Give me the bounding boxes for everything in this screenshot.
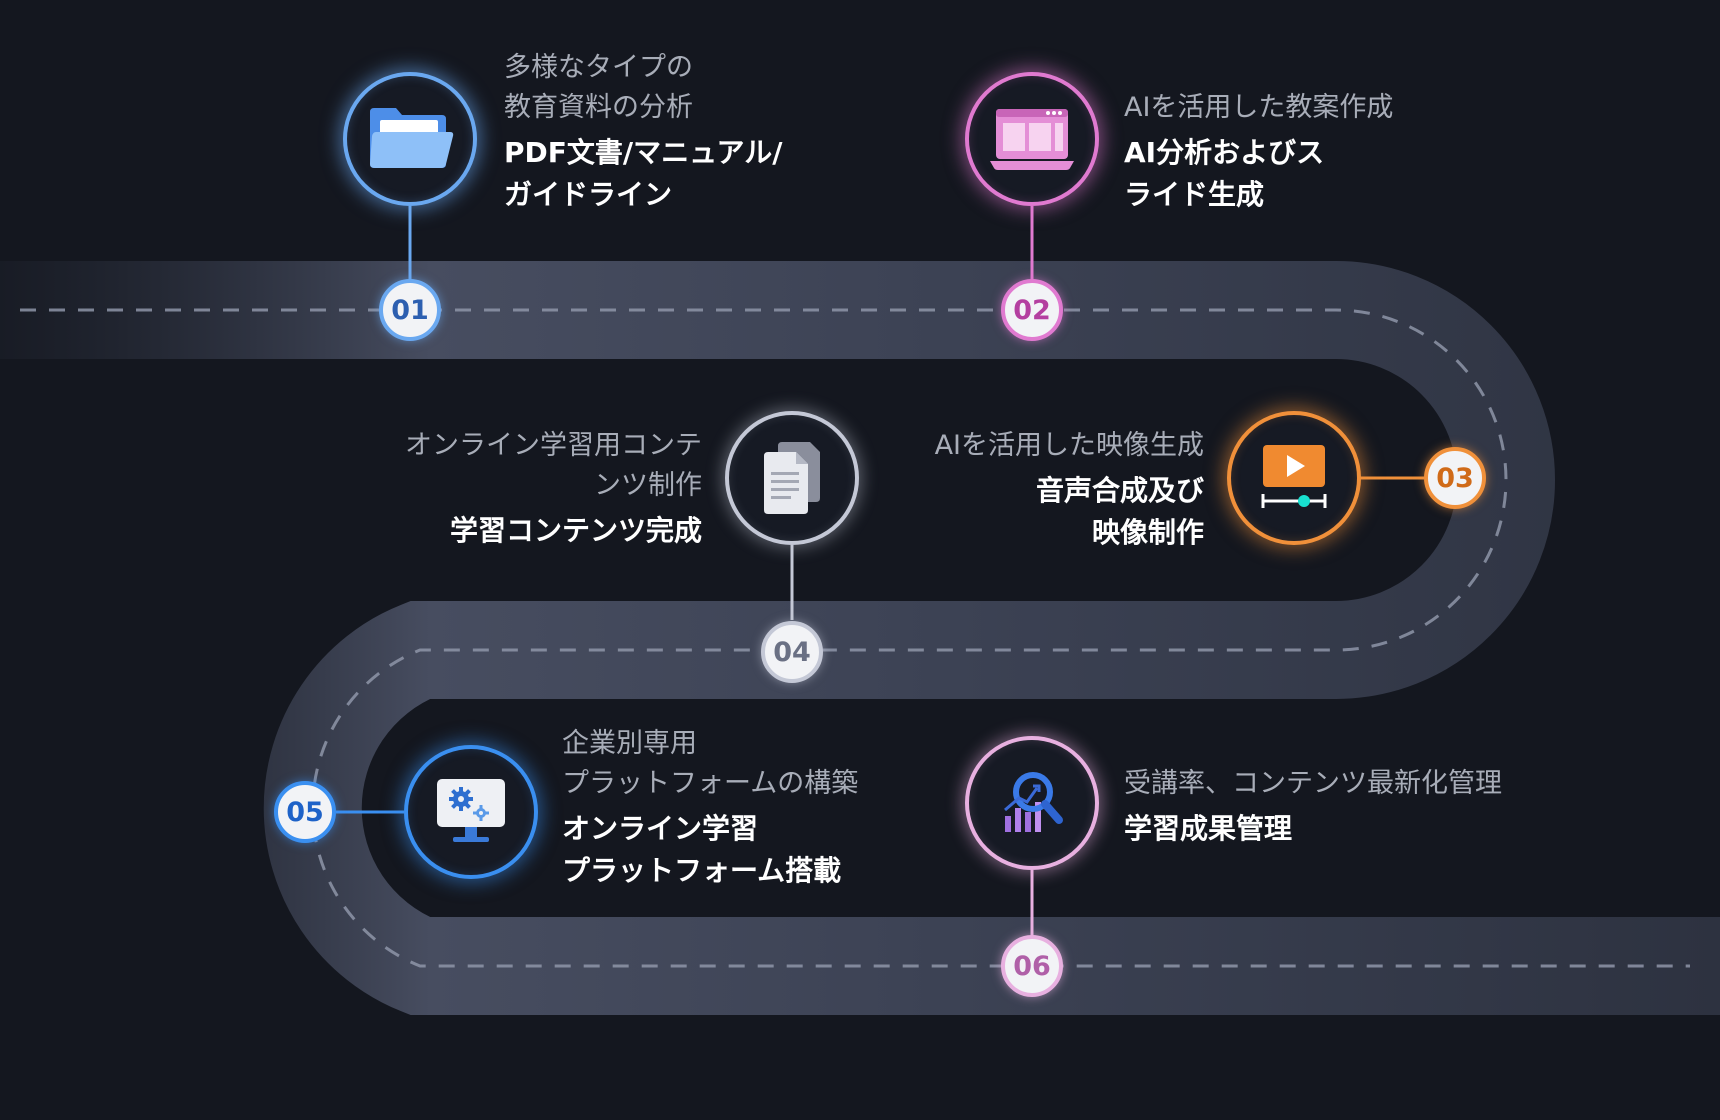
- step-01-badge[interactable]: 01: [379, 279, 441, 341]
- step-06-circle[interactable]: [965, 736, 1099, 870]
- step-04-badge[interactable]: 04: [761, 621, 823, 683]
- step-title-line: 音声合成及び: [1035, 474, 1204, 507]
- step-title-line: 学習成果管理: [1124, 812, 1293, 845]
- step-02-text: AIを活用した教案作成 AI分析およびス ライド生成: [1124, 88, 1393, 216]
- slides-laptop-icon: [990, 109, 1074, 170]
- step-title: AI分析およびス ライド生成: [1124, 132, 1393, 216]
- step-number: 06: [1013, 950, 1051, 982]
- step-title: オンライン学習 プラットフォーム搭載: [562, 808, 858, 892]
- step-05-badge[interactable]: 05: [274, 781, 336, 843]
- step-subtitle: オンライン学習用コンテ: [405, 430, 702, 461]
- step-number: 05: [286, 796, 324, 828]
- step-06-badge[interactable]: 06: [1001, 935, 1063, 997]
- step-05-circle[interactable]: [404, 745, 538, 879]
- step-subtitle: AIを活用した映像生成: [934, 430, 1204, 461]
- step-01-circle[interactable]: [343, 72, 477, 206]
- documents-icon: [764, 442, 820, 514]
- folder-icon: [370, 108, 454, 168]
- step-01-text: 多様なタイプの 教育資料の分析 PDF文書/マニュアル/ ガイドライン: [504, 48, 783, 216]
- step-title-line: 映像制作: [1091, 516, 1204, 549]
- step-number: 04: [773, 636, 811, 668]
- step-04-text: オンライン学習用コンテ ンツ制作 学習コンテンツ完成: [405, 426, 702, 552]
- step-05-text: 企業別専用 プラットフォームの構築 オンライン学習 プラットフォーム搭載: [562, 724, 858, 892]
- step-title: 音声合成及び 映像制作: [935, 470, 1204, 554]
- step-title-line: プラットフォーム搭載: [562, 854, 842, 887]
- step-title-line: 学習コンテンツ完成: [449, 514, 702, 547]
- step-02-badge[interactable]: 02: [1001, 279, 1063, 341]
- connector-lines: [336, 206, 1424, 936]
- step-title-line: オンライン学習: [562, 812, 759, 845]
- step-subtitle: ンツ制作: [594, 470, 702, 501]
- step-02-circle[interactable]: [965, 72, 1099, 206]
- step-subtitle: AIを活用した教案作成: [1124, 92, 1394, 123]
- monitor-gear-icon: [437, 779, 505, 842]
- step-title-line: ガイドライン: [504, 178, 673, 211]
- step-title-line: ライド生成: [1124, 178, 1265, 211]
- step-03-badge[interactable]: 03: [1424, 447, 1486, 509]
- step-04-circle[interactable]: [725, 411, 859, 545]
- step-number: 02: [1013, 294, 1051, 326]
- step-title-line: PDF文書/マニュアル/: [504, 136, 783, 169]
- step-03-circle[interactable]: [1227, 411, 1361, 545]
- step-subtitle: 受講率、コンテンツ最新化管理: [1124, 768, 1502, 799]
- step-number: 01: [391, 294, 429, 326]
- analytics-magnifier-icon: [1004, 772, 1063, 832]
- step-03-text: AIを活用した映像生成 音声合成及び 映像制作: [935, 426, 1204, 554]
- step-title: 学習成果管理: [1124, 808, 1502, 850]
- step-subtitle: 教育資料の分析: [504, 92, 693, 123]
- step-title: PDF文書/マニュアル/ ガイドライン: [504, 132, 783, 216]
- step-subtitle: プラットフォームの構築: [562, 768, 859, 799]
- step-number: 03: [1436, 462, 1474, 494]
- step-06-text: 受講率、コンテンツ最新化管理 学習成果管理: [1124, 764, 1502, 850]
- video-play-icon: [1261, 445, 1327, 508]
- step-subtitle: 企業別専用: [562, 728, 697, 759]
- step-title-line: AI分析およびス: [1124, 136, 1325, 169]
- step-subtitle: 多様なタイプの: [504, 52, 693, 83]
- step-title: 学習コンテンツ完成: [405, 510, 702, 552]
